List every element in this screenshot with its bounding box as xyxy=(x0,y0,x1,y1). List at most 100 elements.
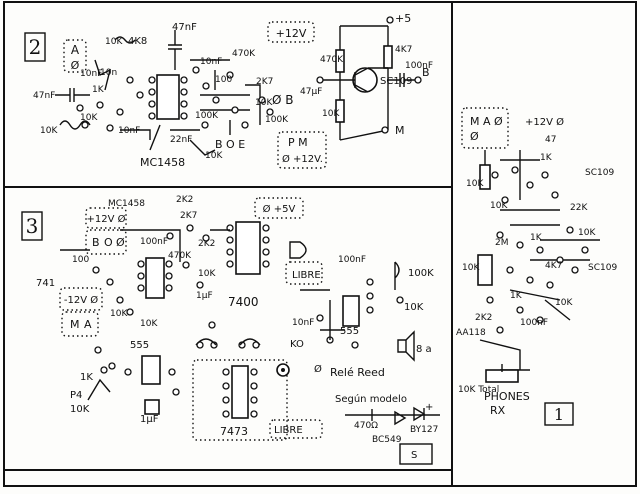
label-1k2: 1K xyxy=(530,233,543,243)
panel-1-number: 1 xyxy=(554,405,564,424)
terminal-plus12v: +12V Ø xyxy=(525,116,564,128)
label-2k2: 2K2 xyxy=(475,313,492,323)
label-ko: KO xyxy=(290,339,304,350)
ic-7473-box xyxy=(192,359,288,441)
terminal-a-box xyxy=(63,39,87,73)
label-10k2: 10K xyxy=(490,201,508,211)
label-boe: B O E xyxy=(215,138,245,151)
panel-2-number-box xyxy=(24,32,46,62)
terminal-m: M xyxy=(470,115,480,128)
label-10k-a: 10K xyxy=(105,37,123,47)
label-p4: P4 xyxy=(70,390,82,401)
panel-1-components xyxy=(477,150,600,383)
label-100k-a: 100K xyxy=(195,111,219,121)
panel-3: 3 +12V Ø Ø +5V B O Ø -12V Ø M A MC1458 2… xyxy=(21,195,440,465)
panel-3-pads xyxy=(92,224,404,396)
label-10n: 10n xyxy=(100,68,117,78)
terminal-o: O xyxy=(104,236,113,249)
label-470k-b: 470K xyxy=(320,55,344,65)
label-bc549: BC549 xyxy=(372,435,402,445)
panel-2: 2 A Ø MC1458 xyxy=(24,12,433,169)
panel-2-number: 2 xyxy=(29,35,42,59)
label-2k2-a: 2K2 xyxy=(176,195,193,205)
panel-1: 1 M A Ø Ø +12V Ø 47 10K 1K xyxy=(456,107,617,426)
terminal-pm-box xyxy=(277,131,327,169)
label-4k7: 4K7 xyxy=(545,261,562,271)
terminal-phi: Ø xyxy=(470,130,479,143)
label-4k8: 4K8 xyxy=(128,36,147,47)
terminal-ma-box xyxy=(61,311,99,337)
label-1k3: 1K xyxy=(510,291,523,301)
label-mc1458: MC1458 xyxy=(108,199,145,209)
terminal-a-phi: A Ø xyxy=(483,115,503,128)
panel-1-number-box xyxy=(544,402,574,426)
label-libre-b: LIBRE xyxy=(274,425,303,436)
libre-a-box xyxy=(285,261,323,285)
label-100: 100 xyxy=(215,75,232,85)
label-4k7: 4K7 xyxy=(395,45,412,55)
terminal-a-phi: Ø xyxy=(71,59,80,72)
terminal-a: A xyxy=(84,318,92,331)
terminal-m-a-box xyxy=(461,107,509,149)
label-741: 741 xyxy=(36,278,55,289)
label-10k: 10K xyxy=(466,179,484,189)
terminal-phi-12v: Ø +12V. xyxy=(282,153,323,165)
label-1uf-b: 1μF xyxy=(140,414,159,425)
terminal-plus12-box xyxy=(267,21,315,43)
label-10k-total: 10K Total xyxy=(458,385,499,395)
label-470k: 470K xyxy=(232,49,256,59)
label-10k-c: 10K xyxy=(205,151,223,161)
label-b-out: B xyxy=(422,66,430,79)
terminal-b: B xyxy=(92,236,100,249)
ic-741 xyxy=(145,257,165,299)
label-100k: 100K xyxy=(408,268,434,279)
terminal-plus12: +12V xyxy=(276,27,307,40)
label-7400: 7400 xyxy=(228,295,259,309)
terminal-m: M xyxy=(70,318,80,331)
label-10k-b: 10K xyxy=(40,126,58,136)
label-10k-f: 10K xyxy=(322,109,340,119)
label-rele-reed: Relé Reed xyxy=(330,366,385,379)
terminal-bo-box xyxy=(85,229,127,255)
label-sc109: SC109 xyxy=(380,76,412,87)
label-47uf: 47μF xyxy=(300,87,322,97)
label-10k-c: 10K xyxy=(70,404,90,415)
label-10nf-b: 10nF xyxy=(200,57,222,67)
label-100nf: 100nF xyxy=(405,61,433,71)
ic-555-b xyxy=(342,295,360,327)
label-100k-b: 100K xyxy=(265,115,289,125)
label-10k3: 10K xyxy=(578,228,596,238)
relay-coil-s xyxy=(399,443,433,465)
label-47: 47 xyxy=(545,135,556,145)
label-1k: 1K xyxy=(80,372,93,383)
label-22nf: 22nF xyxy=(170,135,192,145)
transistor-stage xyxy=(316,16,422,141)
label-1k-a: 1K xyxy=(92,85,105,95)
label-phones: PHONES xyxy=(484,390,530,403)
terminal-plus5: Ø +5V xyxy=(263,203,296,215)
label-2k2-b: 2K2 xyxy=(198,239,215,249)
label-10nf-c: 10nF xyxy=(118,126,140,136)
terminal-a-label: A xyxy=(71,43,80,57)
panel-2-components xyxy=(55,30,274,156)
label-10nf: 10nF xyxy=(292,318,314,328)
ic-7400 xyxy=(235,221,261,275)
label-aa118: AA118 xyxy=(456,328,486,338)
label-10k5: 10K xyxy=(555,298,573,308)
label-segun-modelo: Según modelo xyxy=(335,393,407,405)
label-47nf: 47nF xyxy=(172,22,197,33)
terminal-pm: P M xyxy=(288,136,308,149)
label-7473: 7473 xyxy=(220,425,248,438)
label-47nf-b: 47nF xyxy=(33,91,55,101)
label-plus: + xyxy=(425,402,433,413)
label-10k-d: 10K xyxy=(404,302,424,313)
label-10k-comp: 10K xyxy=(140,319,158,329)
ic-555-a xyxy=(141,355,161,385)
label-100nf-b: 100nF xyxy=(338,255,366,265)
label-mc1458: MC1458 xyxy=(140,156,185,169)
label-by127: BY127 xyxy=(410,425,438,435)
label-10k4: 10K xyxy=(462,263,480,273)
ic-mc1458-pads xyxy=(148,76,188,120)
label-s: S xyxy=(411,450,417,461)
